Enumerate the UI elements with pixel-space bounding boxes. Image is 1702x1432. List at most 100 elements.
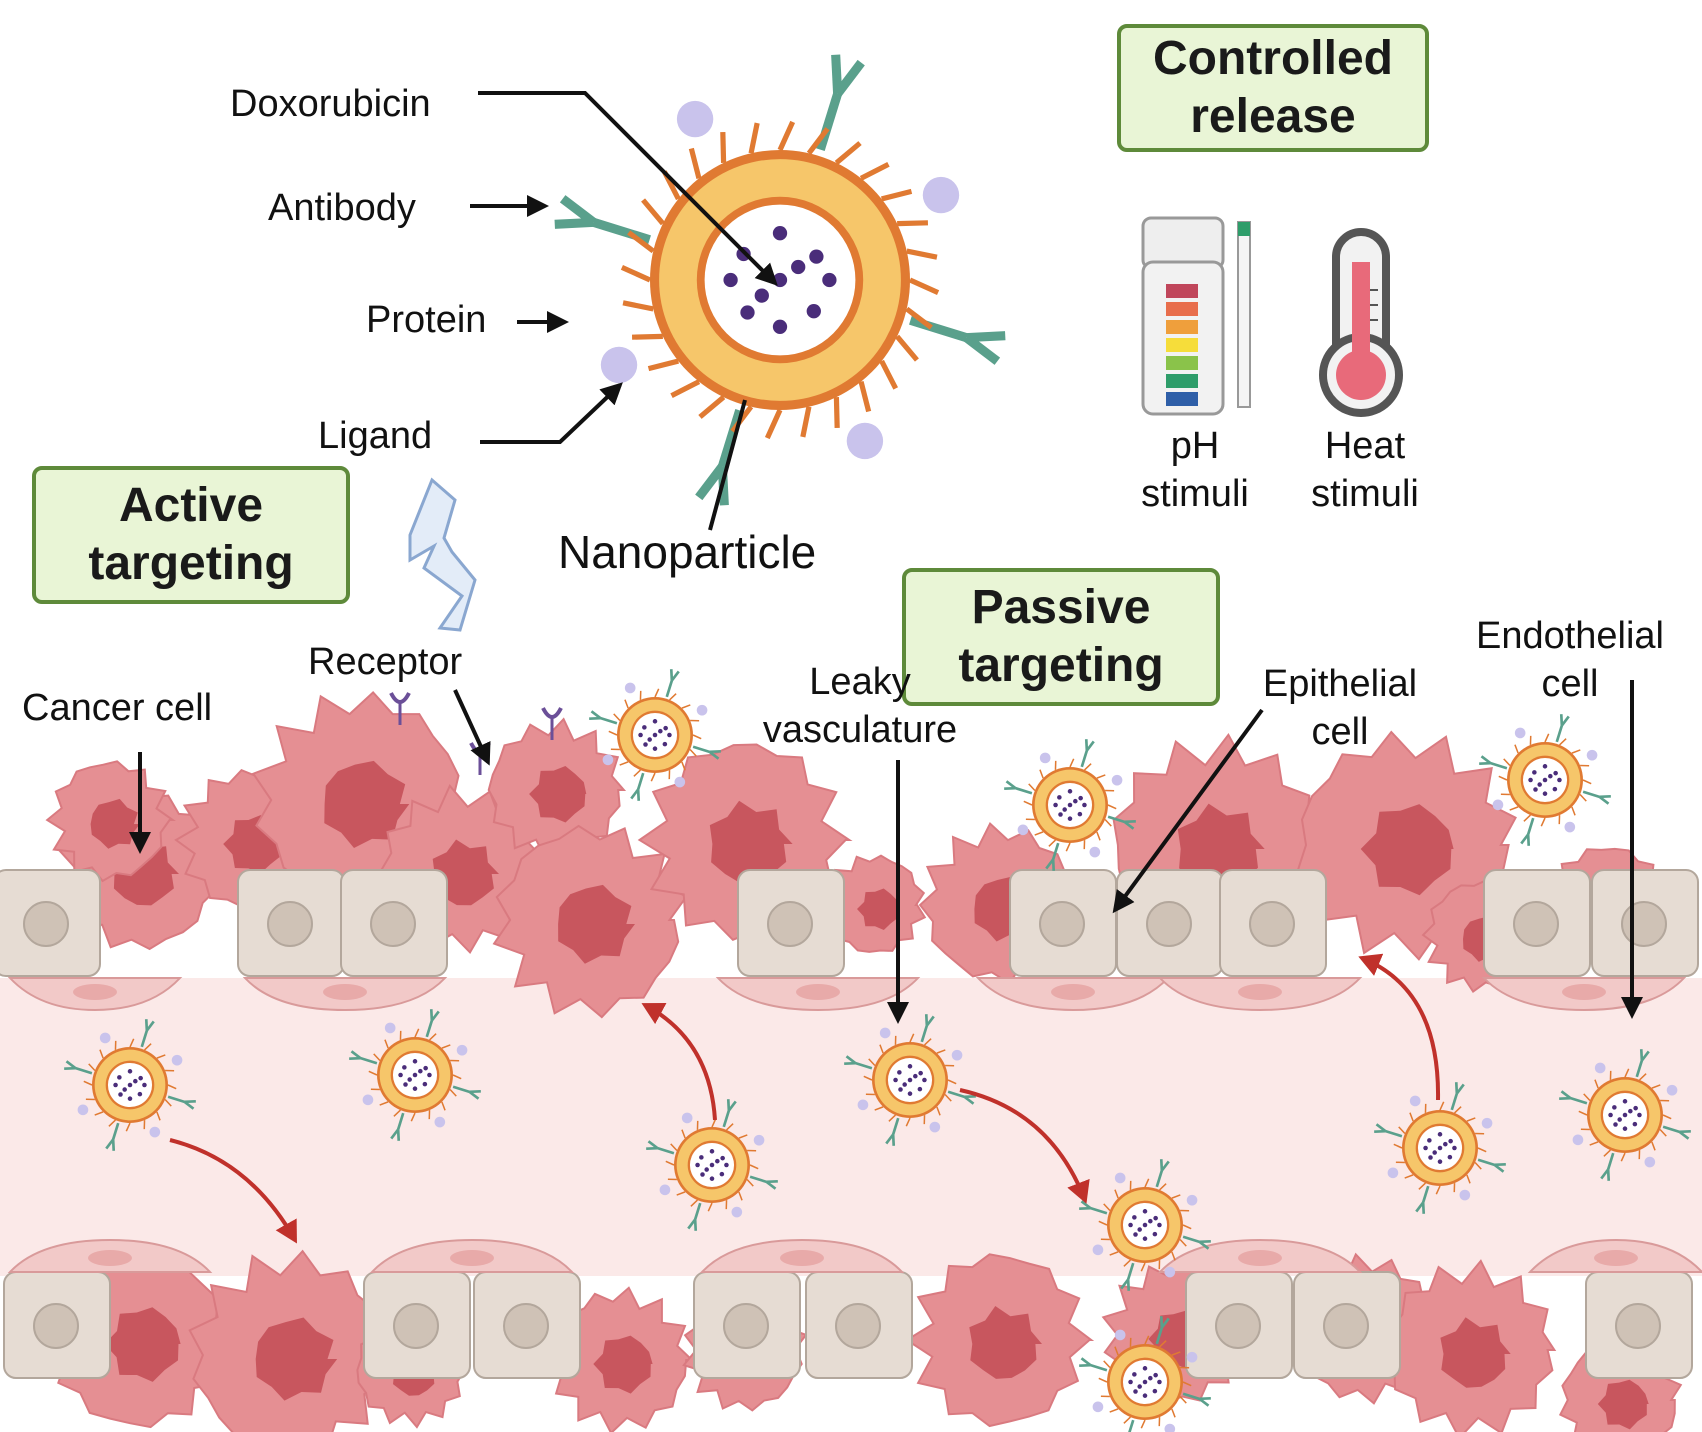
- ligand-icon: [156, 1111, 161, 1121]
- epithelial-cell: [340, 869, 448, 977]
- doxorubicin-molecule: [652, 719, 658, 724]
- doxorubicin-molecule: [806, 304, 821, 319]
- doxorubicin-molecule: [1452, 1145, 1457, 1151]
- epithelial-cell: [363, 1271, 471, 1379]
- doxorubicin-molecule: [127, 1096, 133, 1101]
- protein-icon: [1564, 821, 1576, 833]
- antibody-icon: [1051, 842, 1060, 860]
- ligand-icon: [1503, 758, 1511, 766]
- ligand-icon: [1651, 1084, 1661, 1089]
- ligand-icon: [707, 1202, 713, 1212]
- cancer-cell-nucleus: [969, 1306, 1042, 1379]
- ligand-icon: [410, 1112, 416, 1122]
- leaky-vasculature-label: Leaky vasculature: [745, 658, 975, 754]
- doxorubicin-molecule: [1542, 791, 1548, 796]
- endothelial-cell: [715, 977, 921, 1012]
- endothelial-cell-nucleus: [1051, 984, 1095, 1000]
- ligand-icon: [1069, 758, 1075, 768]
- ligand-icon: [1651, 1141, 1656, 1151]
- ligand-icon: [1103, 1360, 1111, 1368]
- ligand-icon: [1028, 783, 1036, 791]
- endothelial-cell: [369, 1238, 575, 1273]
- doxorubicin-molecule: [652, 746, 658, 751]
- endothelial-cell: [1527, 1238, 1702, 1273]
- ligand-icon: [1109, 1251, 1119, 1256]
- ligand-icon: [689, 749, 697, 757]
- doxorubicin-molecule: [412, 1086, 418, 1091]
- endothelial-cell-nucleus: [1562, 984, 1606, 1000]
- cancer-cell: [492, 824, 689, 1019]
- doxorubicin-molecule: [1077, 811, 1083, 817]
- cancer-cell-nucleus: [1597, 1379, 1649, 1430]
- doxorubicin-molecule: [1552, 786, 1558, 792]
- ligand-icon: [720, 131, 727, 163]
- doxorubicin-molecule: [907, 1091, 913, 1096]
- receptor-icon: [541, 707, 563, 740]
- doxorubicin-molecule: [1437, 1132, 1443, 1137]
- ligand-icon: [688, 147, 702, 180]
- epithelial-pointer: [1112, 708, 1264, 914]
- ligand-icon: [393, 1109, 401, 1117]
- ligand-icon: [879, 359, 899, 390]
- ligand-icon: [429, 1033, 437, 1041]
- ligand-icon: [681, 1129, 686, 1139]
- epithelial-cell-label: Epithelial cell: [1235, 660, 1445, 756]
- protein-icon: [1492, 799, 1504, 811]
- ligand-icon: [1182, 1224, 1192, 1230]
- ligand-icon: [1096, 831, 1101, 841]
- antibody-icon: [1015, 786, 1033, 795]
- doxorubicin-molecule: [412, 1059, 418, 1064]
- epithelial-cell: [1483, 869, 1591, 977]
- cancer-cell-nucleus: [1360, 804, 1454, 896]
- epithelial-line2: cell: [1311, 711, 1369, 753]
- endothelial-cell-nucleus: [88, 1250, 132, 1266]
- nanoparticle-small: [589, 669, 721, 801]
- doxorubicin-molecule: [897, 1070, 902, 1075]
- ligand-icon: [670, 379, 701, 399]
- doxorubicin-molecule: [1082, 802, 1087, 808]
- ligand-icon: [726, 1123, 734, 1131]
- nanoparticle-small: [349, 1009, 481, 1141]
- antibody-icon: [1662, 1125, 1680, 1134]
- doxorubicin-molecule: [142, 1082, 147, 1088]
- protein-icon: [602, 754, 614, 766]
- ligand-icon: [1034, 831, 1044, 836]
- epithelial-cell: [693, 1271, 801, 1379]
- nanoparticle-large: [554, 54, 1006, 506]
- ligand-icon: [1571, 806, 1576, 816]
- protein-icon: [149, 1126, 161, 1138]
- ligand-icon: [1418, 1182, 1426, 1190]
- antibody-icon: [636, 772, 645, 790]
- heat-line1: Heat: [1324, 425, 1406, 467]
- active-targeting-box: Active targeting: [32, 466, 350, 604]
- protein-icon: [1514, 727, 1526, 739]
- doxorubicin-molecule: [1057, 795, 1062, 800]
- doxorubicin-molecule: [723, 272, 738, 288]
- doxorubicin-molecule: [1437, 1145, 1443, 1151]
- doxorubicin-molecule: [1153, 1215, 1158, 1221]
- epithelial-cell: [237, 869, 345, 977]
- antibody-icon: [167, 1095, 185, 1104]
- nanoparticle-small: [844, 1014, 976, 1146]
- ligand-icon: [1144, 1178, 1150, 1188]
- doxorubicin-molecule: [1437, 1159, 1443, 1164]
- antibody-icon: [1606, 1152, 1615, 1170]
- protein-icon: [879, 1027, 891, 1039]
- ligand-icon: [665, 1160, 675, 1166]
- doxorubicin-molecule: [402, 1065, 407, 1070]
- doxorubicin-molecule: [922, 1077, 927, 1083]
- epithelial-cell-nucleus: [23, 901, 69, 947]
- antibody-icon: [1555, 725, 1564, 743]
- ligand-icon: [800, 406, 812, 438]
- protein-icon: [659, 1184, 671, 1196]
- epithelial-cell-nucleus: [1621, 901, 1667, 947]
- doxorubicin-molecule: [1557, 777, 1562, 783]
- antibody-icon: [1126, 1262, 1135, 1280]
- epithelial-cell-nucleus: [1323, 1303, 1369, 1349]
- doxorubicin-molecule: [122, 1087, 127, 1092]
- endothelial-cell-nucleus: [1594, 1250, 1638, 1266]
- ligand-icon: [1439, 1101, 1445, 1111]
- cancer-cell-nucleus: [255, 1317, 338, 1401]
- ligand-icon: [1603, 1149, 1611, 1157]
- doxorubicin-molecule: [1148, 1375, 1153, 1381]
